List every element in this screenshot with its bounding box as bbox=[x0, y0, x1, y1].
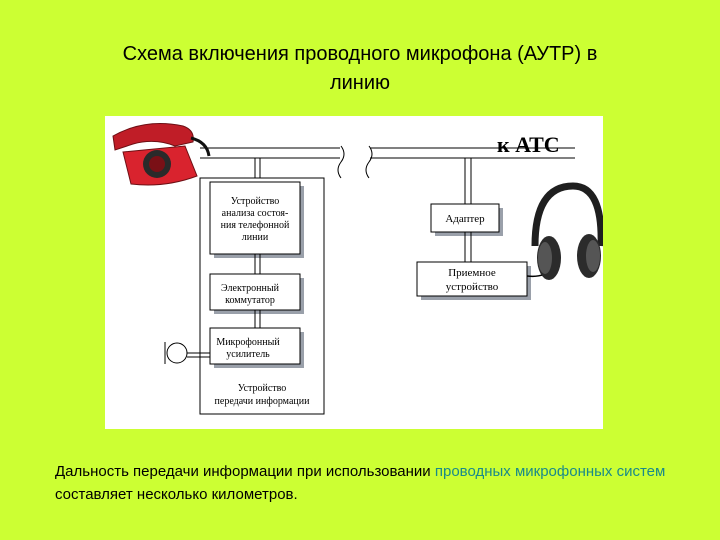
caption-highlight: проводных микрофонных систем bbox=[434, 463, 666, 480]
caption-text-2: составляет несколько километров. bbox=[55, 486, 298, 503]
analysis-box-line-4: линии bbox=[242, 232, 269, 243]
adapter-box-label: Адаптер bbox=[445, 213, 485, 225]
receiver-box-line-2: устройство bbox=[446, 281, 499, 293]
telephone-line bbox=[200, 145, 575, 179]
analysis-box-line-2: анализа состоя- bbox=[222, 208, 289, 219]
switch-box: Электронный коммутатор bbox=[209, 273, 304, 314]
amplifier-box-line-2: усилитель bbox=[226, 349, 270, 360]
caption: Дальность передачи информации при исполь… bbox=[55, 460, 675, 506]
connection-diagram: к АТС Устройство анализа состоя- ния тел… bbox=[105, 116, 603, 429]
amplifier-box: Микрофонный усилитель bbox=[209, 327, 304, 368]
analysis-box-line-1: Устройство bbox=[231, 196, 280, 207]
line-to-adapter-wires bbox=[464, 158, 472, 204]
switch-box-line-2: коммутатор bbox=[225, 295, 275, 306]
adapter-to-receiver-wires bbox=[464, 232, 472, 262]
switch-to-amplifier-wires bbox=[254, 310, 261, 328]
amplifier-box-line-1: Микрофонный bbox=[216, 337, 280, 348]
receiver-box-line-1: Приемное bbox=[448, 267, 496, 279]
slide-title: Схема включения проводного микрофона (АУ… bbox=[60, 40, 660, 98]
slide-title-line-2: линию bbox=[329, 72, 391, 94]
diagram-svg: к АТС Устройство анализа состоя- ния тел… bbox=[112, 123, 603, 415]
microphone-icon bbox=[164, 342, 210, 364]
transmit-device-frame bbox=[199, 177, 325, 415]
frame-to-line-wires bbox=[254, 158, 261, 178]
telephone-icon bbox=[112, 123, 211, 186]
analysis-box: Устройство анализа состоя- ния телефонно… bbox=[209, 181, 304, 258]
caption-text-1: Дальность передачи информации при исполь… bbox=[55, 463, 435, 480]
adapter-box: Адаптер bbox=[430, 203, 503, 236]
ats-label: к АТС bbox=[497, 132, 560, 157]
transmit-device-line-2: передачи информации bbox=[215, 396, 311, 407]
headphones-icon bbox=[531, 182, 603, 280]
slide-title-line-1: Схема включения проводного микрофона (АУ… bbox=[122, 43, 598, 65]
switch-box-line-1: Электронный bbox=[221, 283, 280, 294]
receiver-box: Приемное устройство bbox=[416, 261, 531, 300]
transmit-device-line-1: Устройство bbox=[238, 383, 287, 394]
analysis-to-switch-wires bbox=[254, 254, 261, 274]
analysis-box-line-3: ния телефонной bbox=[221, 220, 290, 231]
